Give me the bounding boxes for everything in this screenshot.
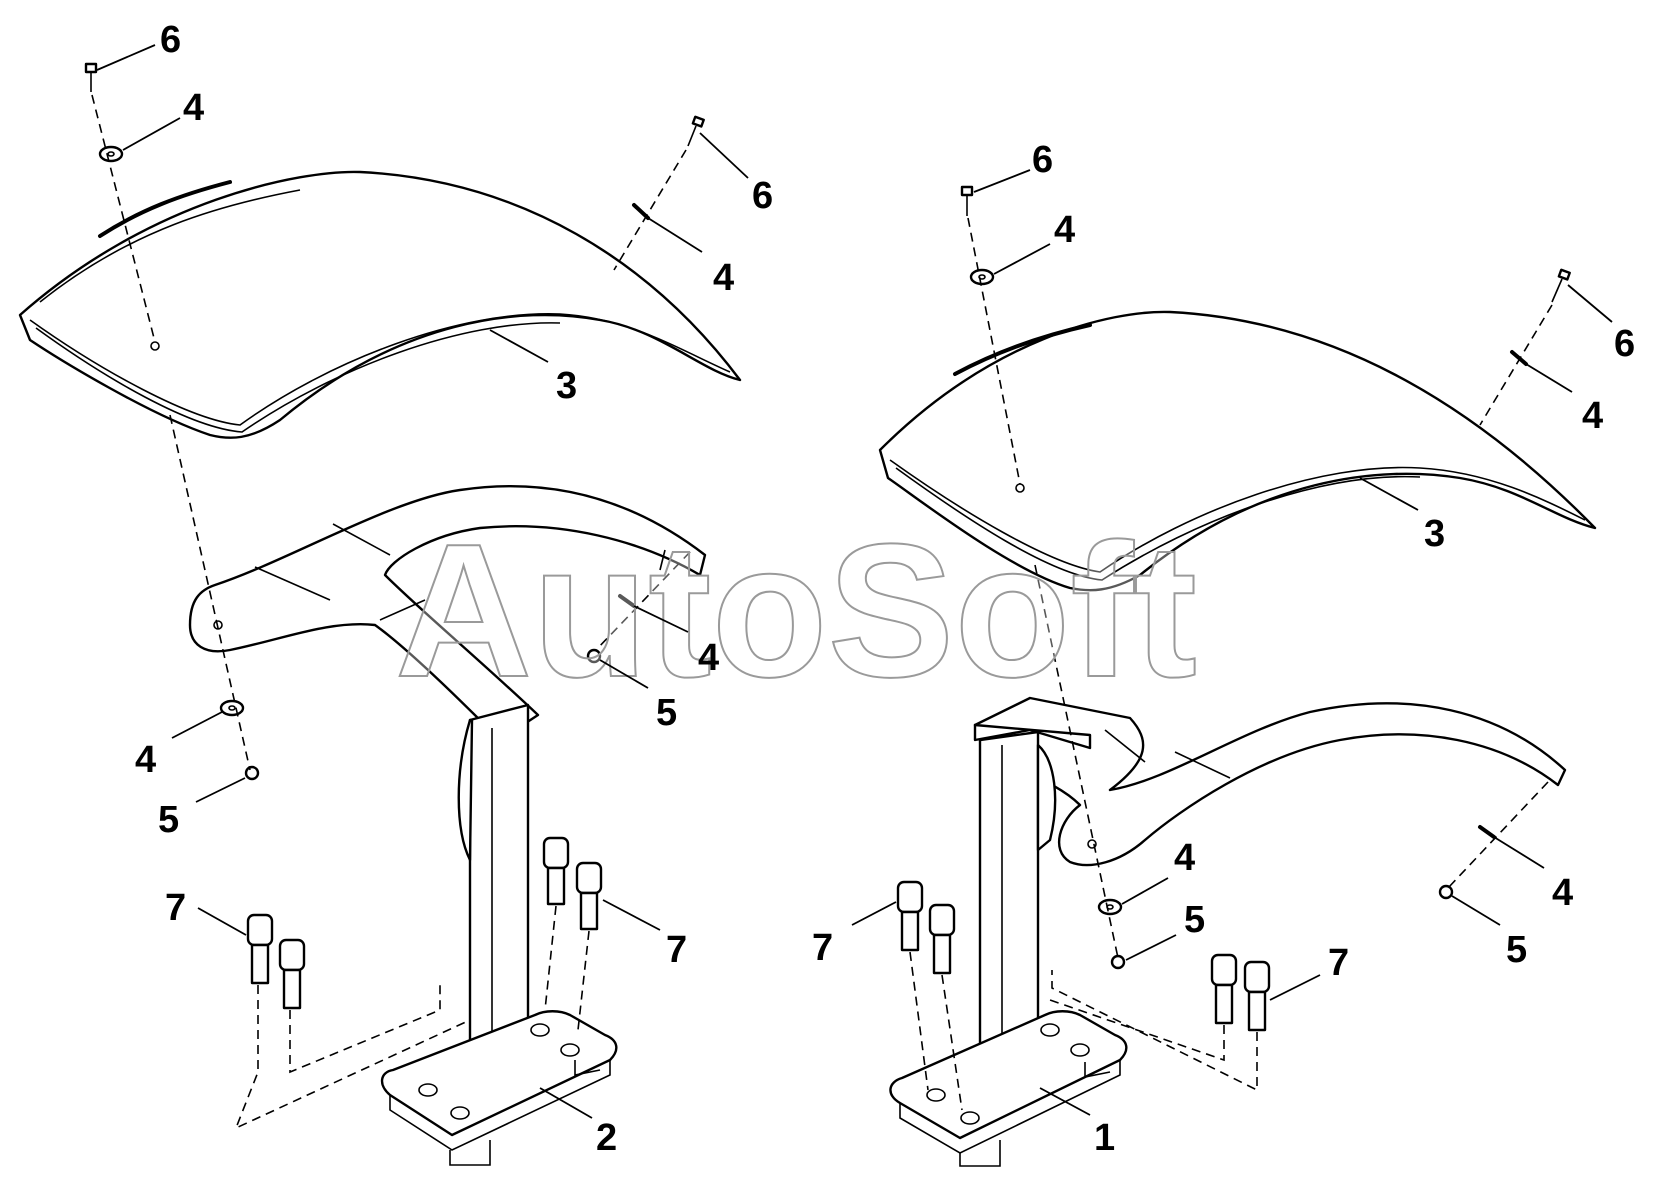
left-fender	[18, 170, 742, 439]
autosoft-watermark: AutoSoft	[395, 505, 1197, 717]
callout-right-tip-washer: 4	[1552, 872, 1573, 914]
left-assembly-lines	[91, 94, 691, 1130]
right-assembly	[878, 185, 1597, 1167]
callout-left-lower-washer: 4	[135, 739, 156, 781]
left-assembly	[18, 62, 742, 1166]
right-screws-group-b	[1210, 953, 1271, 1032]
callout-left-bracket-nut: 5	[656, 692, 677, 734]
callout-left-fender: 3	[556, 365, 577, 407]
callout-right-fender: 3	[1424, 513, 1445, 555]
right-callouts: 6 4 6 4 3 4 5 4 5 7 7 1	[812, 139, 1635, 1159]
callout-left-screws-left: 7	[165, 887, 186, 929]
callout-left-screws-right: 7	[666, 929, 687, 971]
callout-left-washer-top-right: 4	[713, 257, 734, 299]
callout-left-bolt-top-right: 6	[752, 175, 773, 217]
callout-right-bolt-top-right: 6	[1614, 323, 1635, 365]
left-hardware	[84, 62, 705, 1010]
callout-right-lower-washer: 4	[1174, 837, 1195, 879]
right-assembly-lines	[909, 217, 1553, 1111]
callout-right-support: 1	[1094, 1117, 1115, 1159]
left-screws-group-a	[246, 913, 306, 1010]
callout-right-lower-nut: 5	[1184, 899, 1205, 941]
callout-left-washer-top-left: 4	[183, 87, 204, 129]
callout-right-washer-top-left: 4	[1054, 209, 1075, 251]
right-fender	[878, 310, 1597, 592]
right-bracket-arm	[973, 696, 1567, 867]
callout-right-tip-nut: 5	[1506, 929, 1527, 971]
right-screws-group-a	[896, 880, 956, 975]
callout-left-lower-nut: 5	[158, 799, 179, 841]
right-support-post	[889, 730, 1128, 1167]
callout-left-bolt-top-left: 6	[160, 19, 181, 61]
right-hardware	[896, 185, 1571, 1032]
callout-right-screws-right: 7	[1328, 942, 1349, 984]
left-callouts: 6 4 6 4 3 4 5 4 5 7 7 2	[96, 19, 773, 1159]
callout-right-screws-left: 7	[812, 927, 833, 969]
left-bracket-arm	[188, 484, 707, 742]
callout-left-bracket-washer: 4	[698, 637, 719, 679]
callout-left-support: 2	[596, 1117, 617, 1159]
left-screws-group-b	[542, 836, 603, 931]
left-support-post	[380, 703, 618, 1166]
callout-right-bolt-top-left: 6	[1032, 139, 1053, 181]
callout-right-washer-top-right: 4	[1582, 395, 1603, 437]
